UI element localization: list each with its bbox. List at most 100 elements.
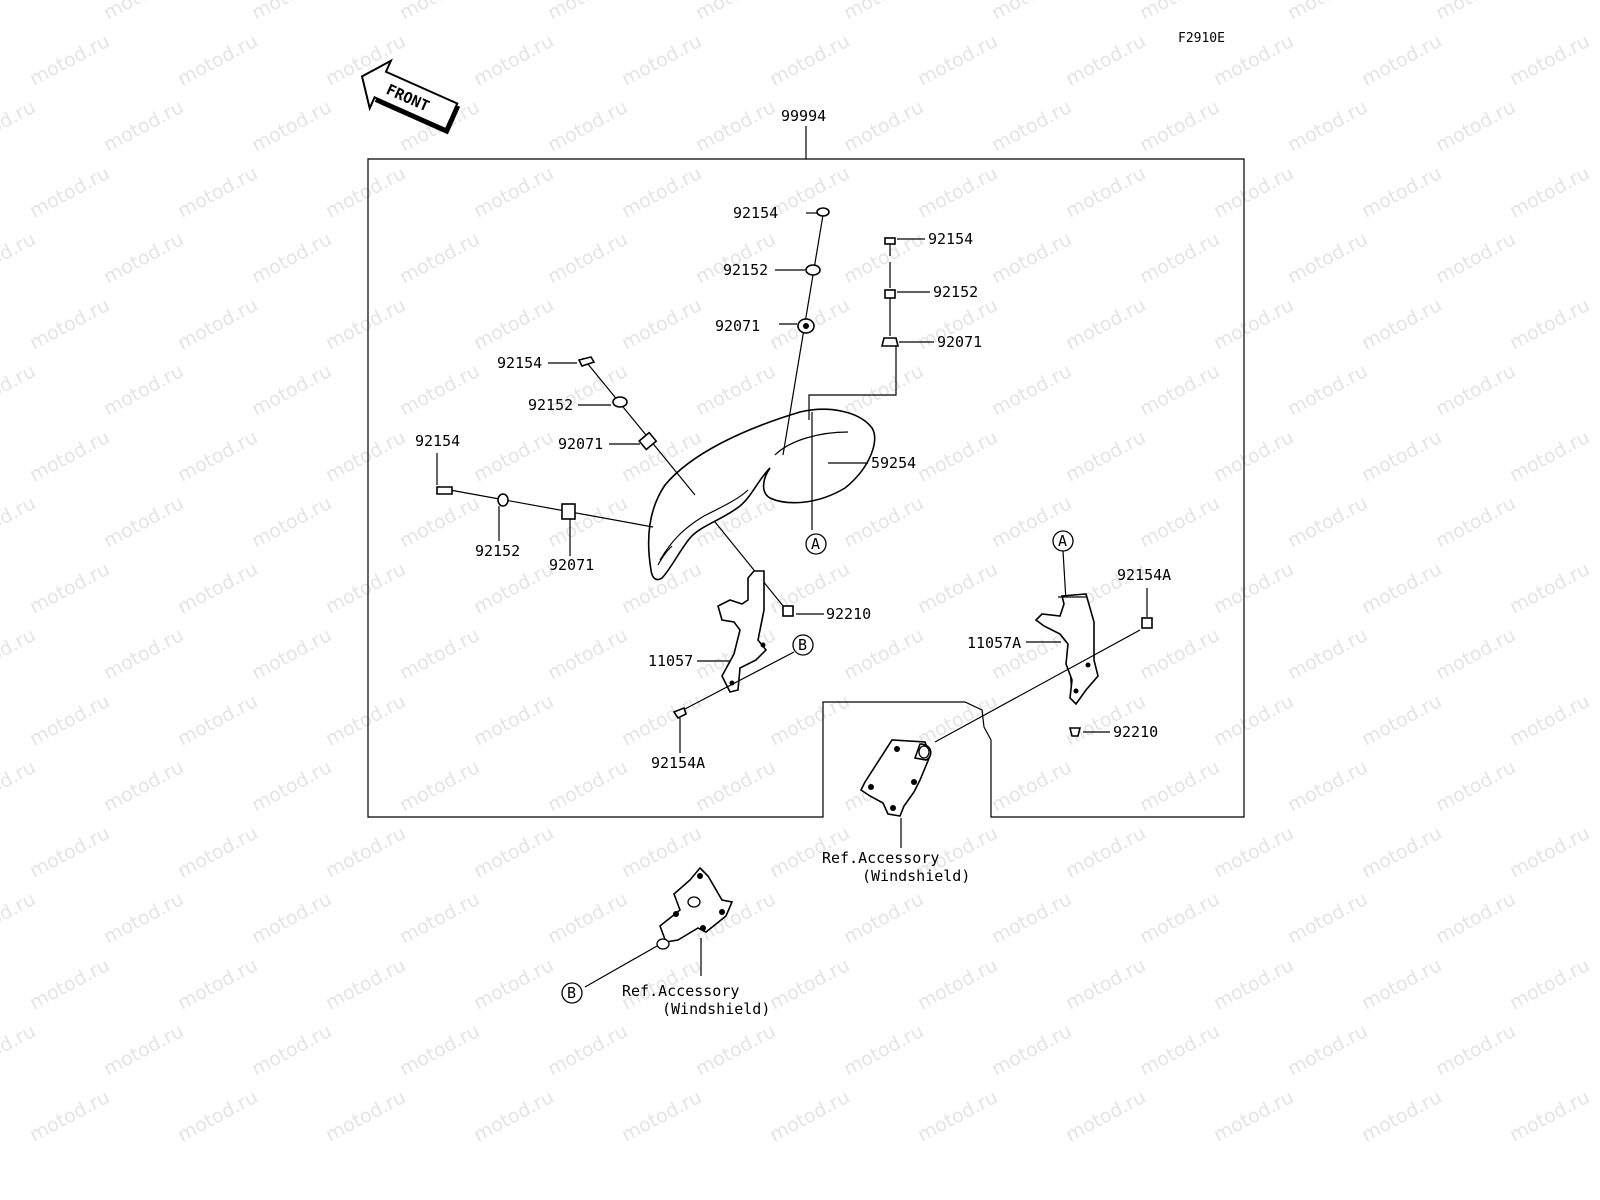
accessory-left-line1: Ref.Accessory [622, 982, 739, 1000]
watermark-text: motod.ru [1284, 228, 1371, 288]
watermark-text: motod.ru [914, 30, 1001, 90]
watermark-text: motod.ru [322, 294, 409, 354]
watermark-text: motod.ru [988, 756, 1075, 816]
callout-screw-top: 92154 [733, 204, 778, 222]
watermark-text: motod.ru [396, 0, 483, 24]
watermark-text: motod.ru [988, 360, 1075, 420]
callout-grommet-left: 92071 [549, 556, 594, 574]
front-arrow-icon: FRONT [360, 58, 461, 135]
watermark-text: motod.ru [322, 426, 409, 486]
watermark-text: motod.ru [0, 492, 39, 552]
diagram-code: F2910E [1178, 31, 1225, 46]
bracket-left-part [697, 521, 789, 693]
right-fastener-group [808, 237, 934, 530]
watermark-text: motod.ru [1136, 96, 1223, 156]
watermark-text: motod.ru [0, 1020, 39, 1080]
watermark-text: motod.ru [248, 360, 335, 420]
callout-bracket-left: 11057 [648, 652, 693, 670]
watermark-text: motod.ru [914, 1086, 1001, 1146]
watermark-text: motod.ru [174, 1086, 261, 1146]
watermark-text: motod.ru [1062, 954, 1149, 1014]
callout-nut-left: 92210 [826, 605, 871, 623]
watermark-text: motod.ru [0, 360, 39, 420]
callout-windshield: 59254 [871, 454, 916, 472]
grommet-left-icon [561, 503, 576, 520]
watermark-text: motod.ru [1136, 360, 1223, 420]
watermark-text: motod.ru [1210, 1086, 1297, 1146]
accessory-right-line1: Ref.Accessory [822, 849, 939, 867]
watermark-text: motod.ru [470, 162, 557, 222]
callout-collar-top: 92152 [723, 261, 768, 279]
watermark-text: motod.ru [174, 558, 261, 618]
watermark-text: motod.ru [322, 558, 409, 618]
watermark-text: motod.ru [1062, 30, 1149, 90]
grommet-mid-icon [638, 431, 658, 451]
watermark-text: motod.ru [100, 228, 187, 288]
watermark-text: motod.ru [1210, 294, 1297, 354]
watermark-text: motod.ru [1284, 0, 1371, 24]
screw-mid-icon [577, 356, 596, 367]
watermark-text: motod.ru [100, 624, 187, 684]
watermark-text: motod.ru [1506, 1086, 1593, 1146]
screw-right-icon [884, 237, 896, 245]
watermark-text: motod.ru [26, 426, 113, 486]
watermark-text: motod.ru [1506, 30, 1593, 90]
watermark-text: motod.ru [692, 96, 779, 156]
watermark-text: motod.ru [544, 1020, 631, 1080]
watermark-text: motod.ru [692, 0, 779, 24]
collar-left-icon [497, 493, 509, 507]
watermark-text: motod.ru [396, 888, 483, 948]
mount-right-part [859, 739, 932, 848]
watermark-text: motod.ru [988, 0, 1075, 24]
watermark-text: motod.ru [26, 558, 113, 618]
watermark-text: motod.ru [1062, 1086, 1149, 1146]
watermark-text: motod.ru [1284, 360, 1371, 420]
ref-b-upper: B [798, 636, 807, 654]
watermark-text: motod.ru [618, 822, 705, 882]
watermark-text: motod.ru [1432, 624, 1519, 684]
watermark-text: motod.ru [988, 1020, 1075, 1080]
watermark-text: motod.ru [174, 162, 261, 222]
watermark-text: motod.ru [1284, 756, 1371, 816]
watermark-text: motod.ru [1432, 360, 1519, 420]
watermark-text: motod.ru [26, 822, 113, 882]
watermark-text: motod.ru [26, 30, 113, 90]
watermark-text: motod.ru [470, 690, 557, 750]
watermark-text: motod.ru [1432, 1020, 1519, 1080]
watermark-text: motod.ru [1062, 822, 1149, 882]
callout-bolt-left: 92154A [651, 754, 705, 772]
watermark-text: motod.ru [1136, 888, 1223, 948]
watermark-text: motod.ru [1506, 162, 1593, 222]
watermark-text: motod.ru [544, 228, 631, 288]
watermark-text: motod.ru [914, 162, 1001, 222]
collar-top-icon [805, 264, 821, 276]
watermark-text: motod.ru [100, 1020, 187, 1080]
bolt-left-icon [672, 706, 687, 720]
watermark-text: motod.ru [322, 954, 409, 1014]
screw-top-icon [816, 207, 830, 217]
watermark-text: motod.ru [1136, 0, 1223, 24]
watermark-text: motod.ru [1358, 822, 1445, 882]
watermark-text: motod.ru [174, 426, 261, 486]
watermark-text: motod.ru [840, 360, 927, 420]
watermark-text: motod.ru [248, 492, 335, 552]
watermark-text: motod.ru [100, 888, 187, 948]
watermark-text: motod.ru [1358, 294, 1445, 354]
watermark-text: motod.ru [766, 690, 853, 750]
watermark-text: motod.ru [544, 0, 631, 24]
watermark-text: motod.ru [692, 228, 779, 288]
watermark-text: motod.ru [544, 756, 631, 816]
watermark-text: motod.ru [840, 888, 927, 948]
watermark-text: motod.ru [914, 690, 1001, 750]
watermark-text: motod.ru [1062, 426, 1149, 486]
watermark-text: motod.ru [1432, 756, 1519, 816]
watermark-text: motod.ru [1506, 822, 1593, 882]
watermark-text: motod.ru [1358, 162, 1445, 222]
watermark-text: motod.ru [100, 756, 187, 816]
watermark-text: motod.ru [100, 360, 187, 420]
watermark-text: motod.ru [1136, 492, 1223, 552]
callout-bolt-right: 92154A [1117, 566, 1171, 584]
watermark-text: motod.ru [248, 624, 335, 684]
